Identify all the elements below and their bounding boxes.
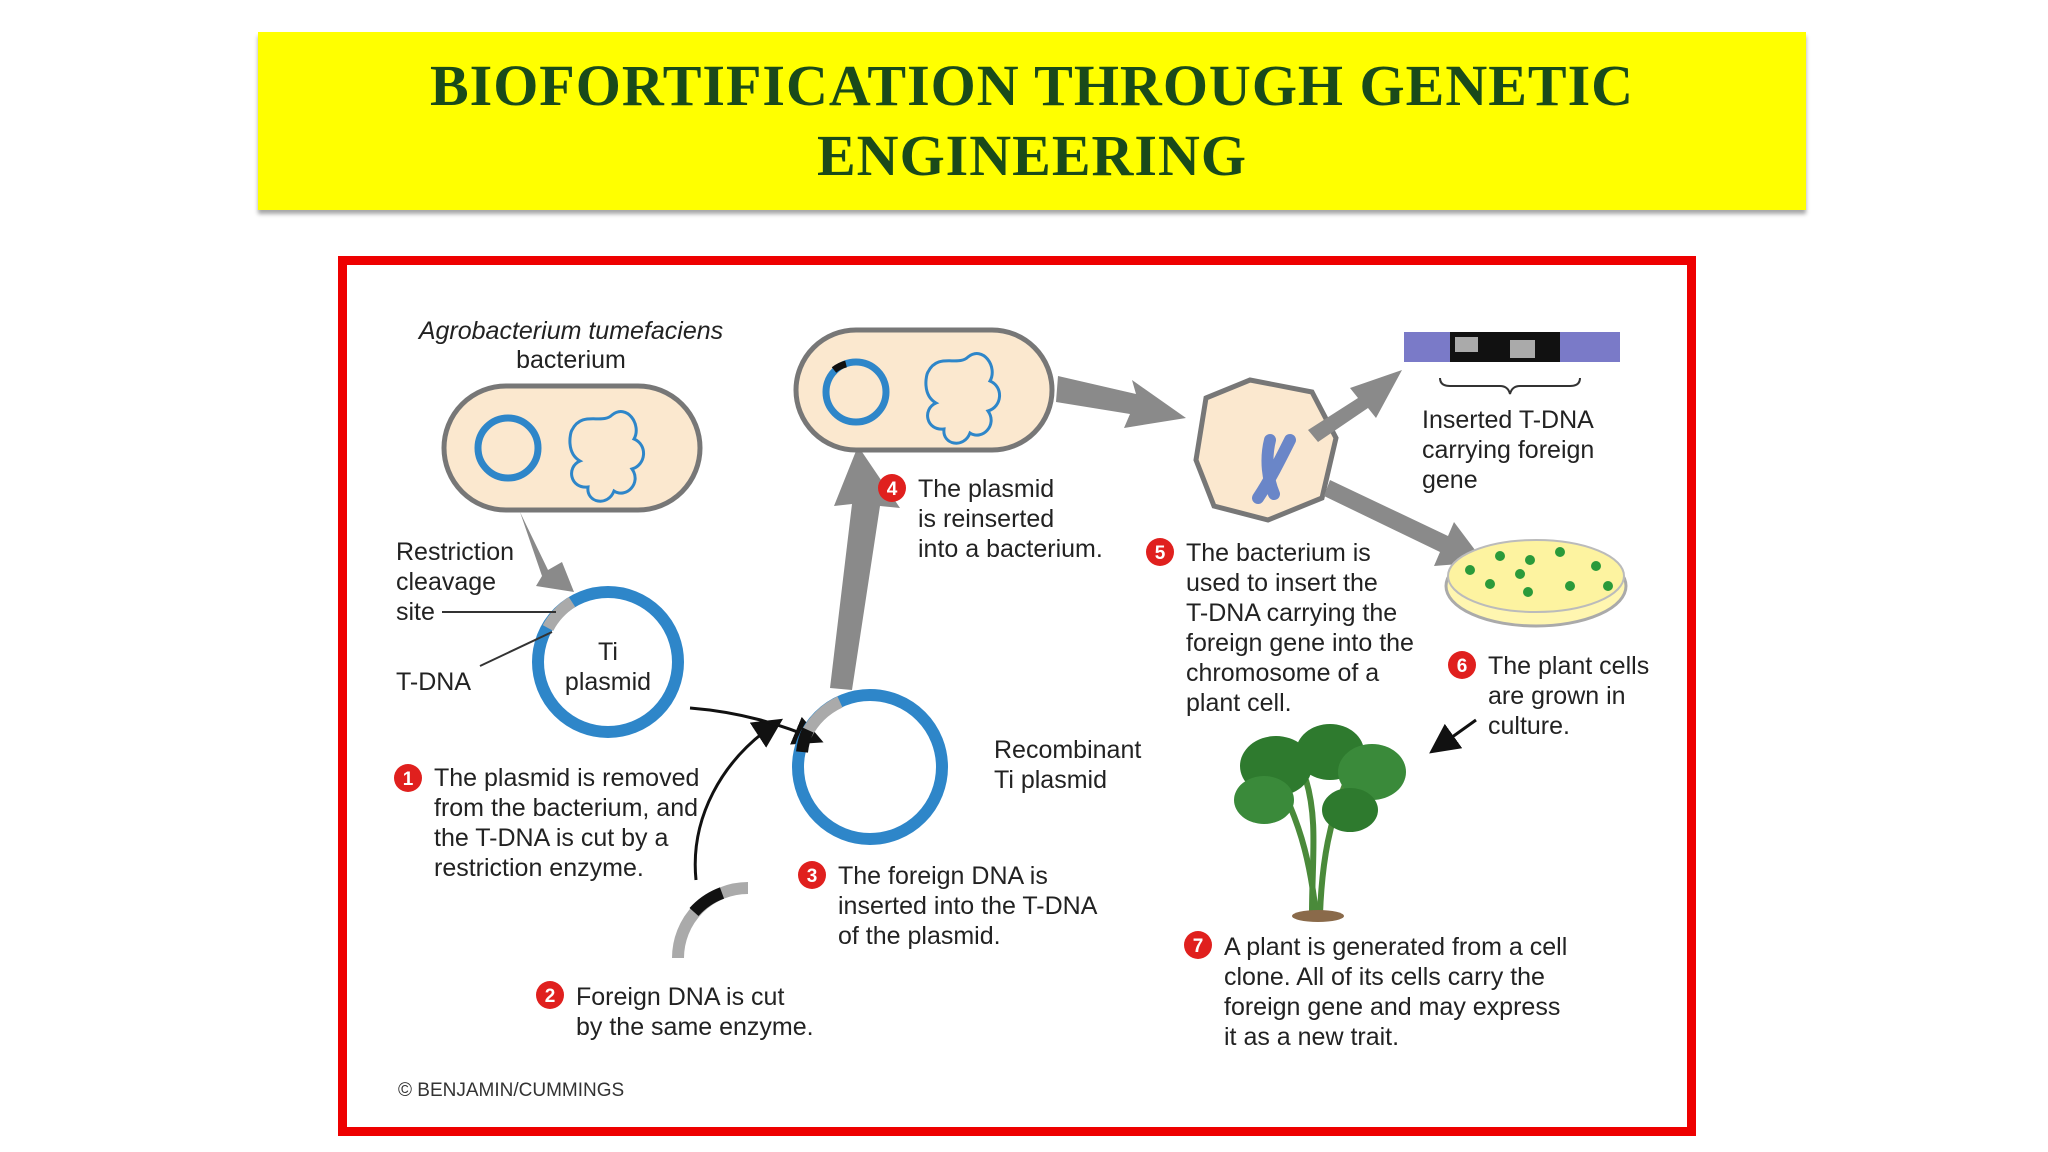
arrow-extract	[520, 512, 574, 592]
step-4-line-2: is reinserted	[918, 505, 1054, 533]
plant-cell	[1193, 377, 1339, 523]
svg-text:4: 4	[887, 479, 898, 500]
step-3-line-1: The foreign DNA is	[838, 862, 1048, 890]
title-line-2: ENGINEERING	[817, 123, 1247, 188]
arrow-culture	[1324, 480, 1484, 566]
inserted-label-1: Inserted T-DNA	[1422, 406, 1594, 434]
step-3-line-2: inserted into the T-DNA	[838, 892, 1098, 920]
foreign-dna-fragment	[672, 882, 749, 959]
arrow-foreign-dna	[693, 718, 784, 881]
step-1-badge: 1	[394, 764, 422, 792]
svg-text:1: 1	[403, 769, 414, 790]
arrow-reinsert	[830, 446, 900, 690]
restriction-label-3: site	[396, 598, 435, 626]
svg-text:3: 3	[807, 866, 818, 887]
step-2-line-1: Foreign DNA is cut	[576, 983, 784, 1011]
petri-dish	[1444, 539, 1628, 628]
step-5-line-3: T-DNA carrying the	[1186, 599, 1397, 627]
step-2-badge: 2	[536, 981, 564, 1009]
step-5-line-5: chromosome of a	[1186, 659, 1379, 687]
copyright: © BENJAMIN/CUMMINGS	[398, 1080, 624, 1101]
svg-text:7: 7	[1193, 936, 1204, 957]
step-1-line-4: restriction enzyme.	[434, 854, 644, 882]
inserted-label-2: carrying foreign	[1422, 436, 1594, 464]
bacterium-2	[793, 327, 1055, 453]
arrow-chromosome-zoom	[1308, 370, 1402, 442]
bacterium-1	[441, 383, 703, 513]
step-6-badge: 6	[1448, 651, 1476, 679]
step-1-line-2: from the bacterium, and	[434, 794, 698, 822]
step-1-line-3: the T-DNA is cut by a	[434, 824, 668, 852]
arrow-infect	[1056, 376, 1186, 428]
recombinant-plasmid	[792, 689, 948, 845]
chromosome-strip	[1404, 332, 1620, 395]
step-7-badge: 7	[1184, 931, 1212, 959]
step-7-line-4: it as a new trait.	[1224, 1023, 1399, 1051]
step-5-line-4: foreign gene into the	[1186, 629, 1414, 657]
svg-text:5: 5	[1155, 543, 1166, 564]
plant	[1234, 724, 1406, 922]
recombinant-label-1: Recombinant	[994, 736, 1141, 764]
ti-plasmid-label-2: plasmid	[565, 668, 651, 696]
step-5-line-6: plant cell.	[1186, 689, 1292, 717]
step-6-line-1: The plant cells	[1488, 652, 1649, 680]
step-5-badge: 5	[1146, 538, 1174, 566]
step-4-badge: 4	[878, 474, 906, 502]
svg-text:6: 6	[1457, 656, 1468, 677]
step-1-line-1: The plasmid is removed	[434, 764, 699, 792]
step-6-line-3: culture.	[1488, 712, 1570, 740]
step-4-line-1: The plasmid	[918, 475, 1054, 503]
step-5-line-1: The bacterium is	[1186, 539, 1371, 567]
inserted-label-3: gene	[1422, 466, 1478, 494]
title-line-1: BIOFORTIFICATION THROUGH GENETIC	[429, 53, 1635, 118]
ti-plasmid	[532, 586, 684, 738]
step-5-line-2: used to insert the	[1186, 569, 1378, 597]
step-7-line-3: foreign gene and may express	[1224, 993, 1560, 1021]
recombinant-label-2: Ti plasmid	[994, 766, 1107, 794]
step-6-line-2: are grown in	[1488, 682, 1626, 710]
tdna-pointer	[479, 631, 553, 667]
title-banner: BIOFORTIFICATION THROUGH GENETIC ENGINEE…	[258, 32, 1806, 210]
restriction-label-2: cleavage	[396, 568, 496, 596]
step-3-line-3: of the plasmid.	[838, 922, 1001, 950]
step-2-line-2: by the same enzyme.	[576, 1013, 814, 1041]
tdna-label: T-DNA	[396, 668, 471, 696]
svg-text:2: 2	[545, 986, 556, 1007]
step-3-badge: 3	[798, 861, 826, 889]
ti-plasmid-label-1: Ti	[598, 638, 618, 666]
bacterium-label-2: bacterium	[516, 346, 626, 374]
restriction-label-1: Restriction	[396, 538, 514, 566]
arrow-to-plant	[1429, 718, 1477, 754]
step-7-line-2: clone. All of its cells carry the	[1224, 963, 1545, 991]
step-7-line-1: A plant is generated from a cell	[1224, 933, 1567, 961]
step-4-line-3: into a bacterium.	[918, 535, 1103, 563]
bacterium-label-1: Agrobacterium tumefaciens	[417, 317, 723, 345]
